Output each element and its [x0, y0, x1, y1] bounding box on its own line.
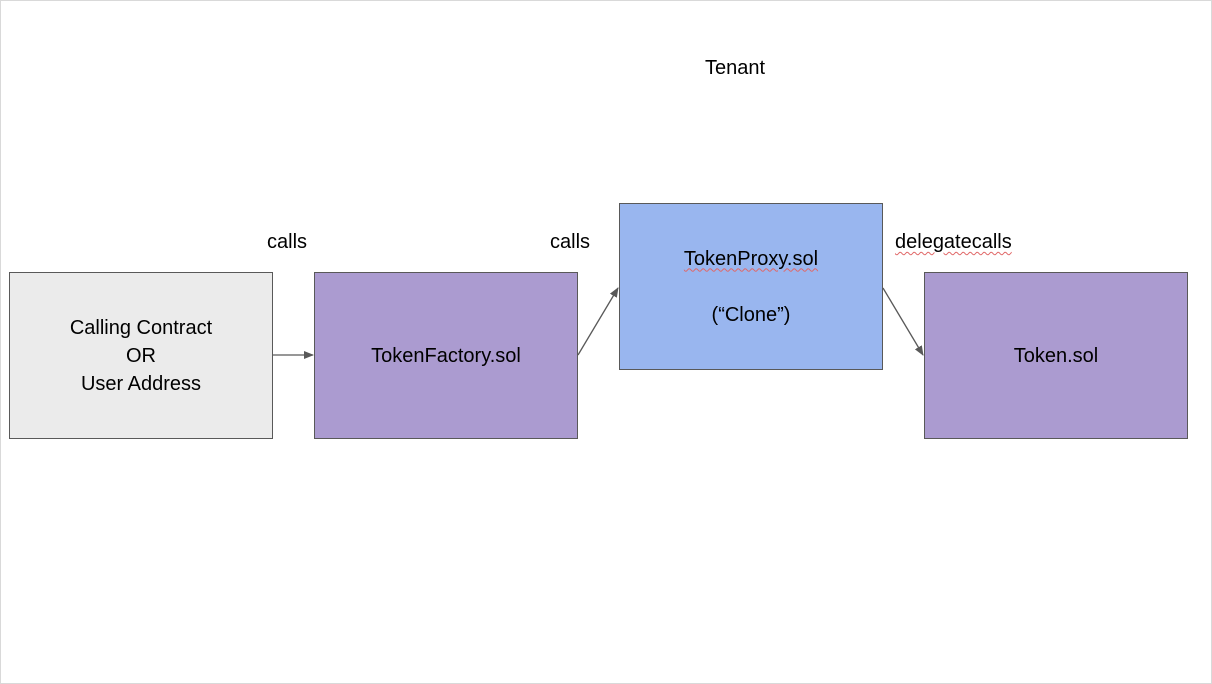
node-token-proxy[interactable]: TokenProxy.sol (“Clone”): [619, 203, 883, 370]
node-caller[interactable]: Calling Contract OR User Address: [9, 272, 273, 439]
node-token-proxy-text: TokenProxy.sol (“Clone”): [684, 245, 818, 329]
node-token-factory-label: TokenFactory.sol: [371, 344, 521, 367]
node-caller-line3: User Address: [80, 372, 202, 395]
node-token[interactable]: Token.sol: [924, 272, 1188, 439]
node-token-proxy-label: TokenProxy.sol: [683, 247, 819, 270]
node-caller-line1: Calling Contract: [69, 316, 213, 339]
node-caller-text: Calling Contract OR User Address: [70, 314, 212, 398]
node-token-label: Token.sol: [1013, 344, 1099, 367]
node-caller-line2: OR: [125, 344, 156, 367]
node-token-proxy-sublabel: (“Clone”): [711, 303, 791, 326]
diagram-title: Tenant: [705, 57, 766, 79]
edge-label-calls-1: calls: [267, 231, 308, 253]
arrow-factory-to-proxy: [577, 287, 619, 356]
arrow-proxy-to-token: [882, 287, 924, 356]
edge-label-calls-2: calls: [550, 231, 591, 253]
node-token-factory[interactable]: TokenFactory.sol: [314, 272, 578, 439]
edge-label-delegatecalls: delegatecalls: [895, 231, 1012, 253]
